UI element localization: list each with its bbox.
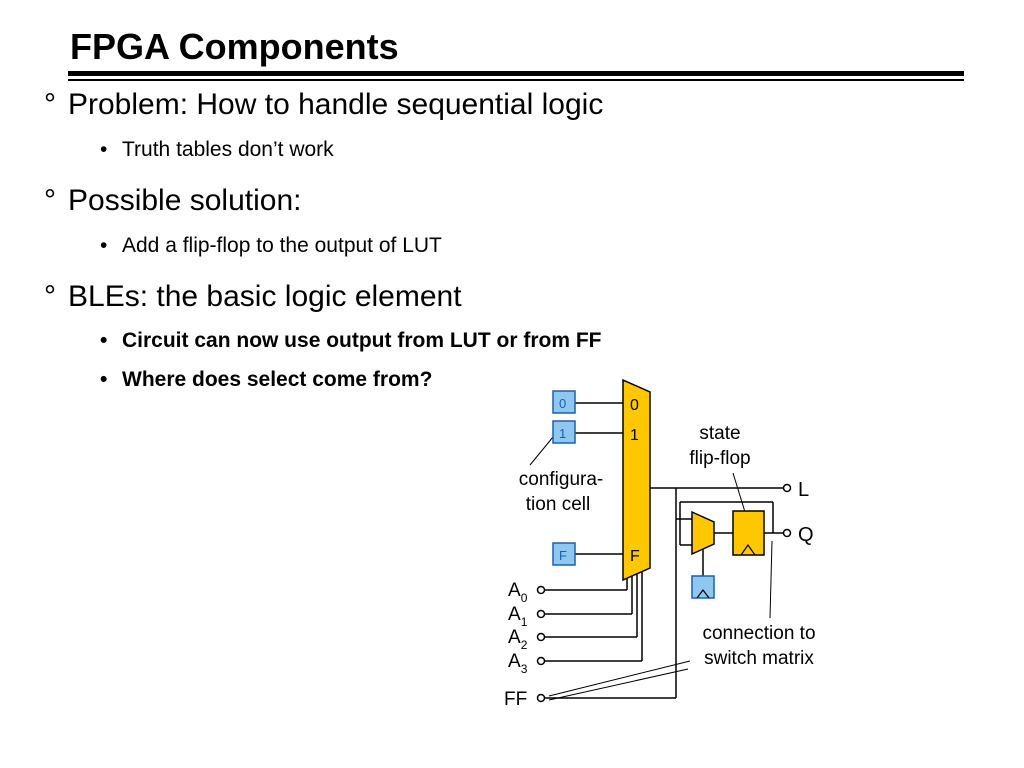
input-a2-label: A2	[508, 627, 528, 652]
sub-bullet-add-flip-flop: • Add a flip-flop to the output of LUT	[100, 234, 442, 258]
output-q-label: Q	[798, 524, 814, 546]
bullet-text: Problem: How to handle sequential logic	[68, 88, 604, 121]
config-cell-text-2: tion cell	[526, 494, 590, 515]
sub-bullet-text: Add a flip-flop to the output of LUT	[122, 234, 442, 257]
bullet-marker: °	[44, 280, 56, 313]
sub-bullet-truth-tables: • Truth tables don’t work	[100, 138, 334, 162]
config-cell-1-label: 1	[559, 426, 566, 441]
sub-bullet-text: Where does select come from?	[122, 368, 433, 391]
bullet-marker: °	[44, 184, 56, 217]
config-cell-0-label: 0	[559, 396, 566, 411]
title-rule-thick	[68, 71, 964, 76]
bullet-bles: ° BLEs: the basic logic element	[44, 280, 462, 314]
lut-input-label-0: 0	[630, 397, 639, 414]
connection-label-1: connection to	[702, 623, 815, 644]
config-cell-text-1: configura-	[519, 469, 604, 490]
input-ff-label: FF	[504, 689, 527, 710]
sub-bullet-marker: •	[100, 368, 108, 391]
input-a3-label: A3	[508, 651, 528, 676]
sub-bullet-text: Truth tables don’t work	[122, 138, 334, 161]
mux-select-cell-mark	[696, 589, 710, 599]
sub-bullet-marker: •	[100, 234, 108, 257]
lut-input-label-f: F	[630, 548, 640, 565]
bullet-possible-solution: ° Possible solution:	[44, 184, 301, 218]
output-l-label: L	[798, 479, 809, 501]
clock-triangle-icon	[740, 543, 756, 556]
sub-bullet-circuit-output: • Circuit can now use output from LUT or …	[100, 329, 601, 353]
sub-bullet-marker: •	[100, 329, 108, 352]
input-a0-label: A0	[508, 580, 528, 605]
sub-bullet-text: Circuit can now use output from LUT or f…	[122, 329, 602, 352]
lut-mux-shape	[622, 378, 651, 582]
lut-input-label-1: 1	[630, 427, 639, 444]
flip-flop-box	[732, 510, 765, 556]
title-rule-thin	[68, 79, 964, 81]
bullet-problem: ° Problem: How to handle sequential logic	[44, 88, 603, 122]
slide-title: FPGA Components	[70, 26, 399, 67]
bullet-marker: °	[44, 88, 56, 121]
sub-bullet-select-source: • Where does select come from?	[100, 368, 432, 392]
bullet-text: Possible solution:	[68, 184, 302, 217]
mux-select-config-cell	[691, 575, 715, 599]
config-cell-0	[552, 390, 576, 414]
bullet-text: BLEs: the basic logic element	[68, 280, 462, 313]
state-ff-label-2: flip-flop	[689, 448, 750, 469]
config-cell-1	[552, 420, 576, 444]
config-cell-f	[552, 542, 576, 566]
state-ff-label-1: state	[699, 423, 740, 444]
input-a1-label: A1	[508, 604, 528, 629]
config-cell-f-label: F	[559, 548, 567, 563]
output-select-mux	[691, 510, 715, 556]
connection-label-2: switch matrix	[704, 648, 814, 669]
wires	[529, 402, 792, 703]
sub-bullet-marker: •	[100, 138, 108, 161]
